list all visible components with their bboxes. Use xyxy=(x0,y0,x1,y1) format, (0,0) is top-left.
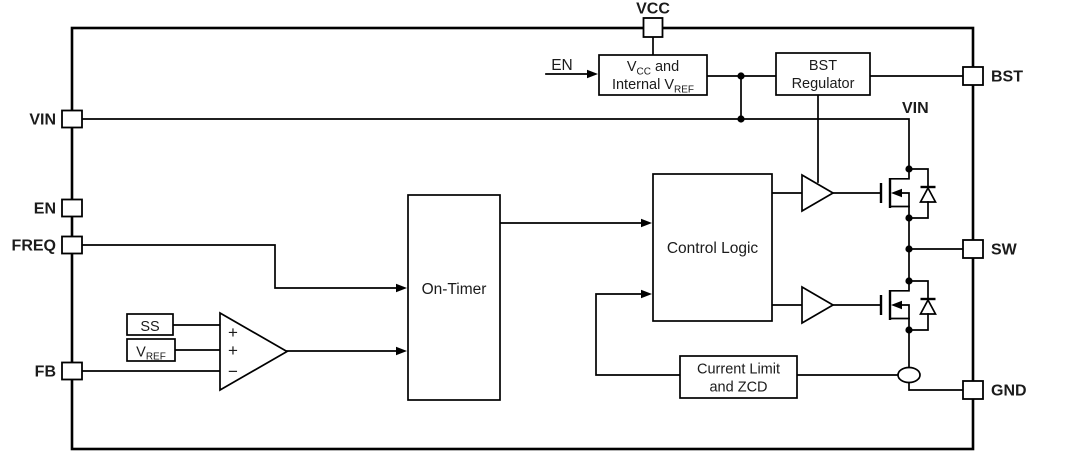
junction-dot xyxy=(737,72,745,80)
high-side-body-diode xyxy=(908,168,937,219)
pin-gnd xyxy=(962,380,984,400)
diode-triangle xyxy=(919,186,937,203)
wire-vin xyxy=(81,118,910,170)
comparator-signs: + + − xyxy=(228,323,238,381)
pin-labels: VCC VIN EN FREQ FB BST SW GND VIN xyxy=(12,1,1027,400)
current-limit-label-line1: Current Limit xyxy=(697,362,780,378)
bst-regulator-label-line2: Regulator xyxy=(792,76,855,92)
label-vin-internal: VIN xyxy=(902,100,929,117)
pin-label-vcc: VCC xyxy=(636,1,670,18)
functional-blocks xyxy=(126,52,871,401)
control-logic-label: Control Logic xyxy=(667,240,759,257)
pin-label-freq: FREQ xyxy=(12,238,56,255)
low-side-body-diode xyxy=(908,280,937,331)
vcc-regulator-label-line2: Internal VREF xyxy=(612,77,694,96)
junction-dot xyxy=(737,115,745,123)
diode-cathode-lead xyxy=(908,168,929,187)
comparator-minus: − xyxy=(228,362,238,381)
current-limit-block xyxy=(679,355,798,399)
mosfet-arrow xyxy=(891,188,902,198)
arrow-comp-into-ontimer xyxy=(396,346,407,356)
high-side-driver xyxy=(801,173,835,213)
body-source-lead xyxy=(889,304,910,320)
wire-freq xyxy=(81,244,397,289)
pin-label-vin: VIN xyxy=(29,112,56,129)
current-sense-element xyxy=(897,366,921,384)
pin-freq xyxy=(61,235,83,255)
pin-label-gnd: GND xyxy=(991,383,1027,400)
vref-label: VREF xyxy=(136,345,166,363)
arrow-feedback-into-control xyxy=(641,289,652,299)
wire-to-gndpin xyxy=(908,381,964,391)
label-en-signal: EN xyxy=(551,57,573,74)
arrow-freq-into-ontimer xyxy=(396,283,407,293)
arrowheads xyxy=(396,69,652,356)
comparator-plus2: + xyxy=(228,341,238,360)
arrow-en-into-vccreg xyxy=(587,69,598,79)
diode-anode-lead xyxy=(908,313,929,331)
on-timer-block xyxy=(407,194,501,401)
arrow-ontimer-into-control xyxy=(641,218,652,228)
junction-dot xyxy=(905,277,913,285)
low-side-mosfet xyxy=(879,280,910,331)
wires xyxy=(81,36,964,391)
junction-dot xyxy=(905,165,913,173)
vcc-regulator-block xyxy=(598,54,708,96)
junction-dots xyxy=(737,72,913,334)
junction-dot xyxy=(905,214,913,222)
pin-label-fb: FB xyxy=(35,364,56,381)
pin-fb xyxy=(61,361,83,381)
vref-block xyxy=(126,338,176,362)
bst-regulator-label-line1: BST xyxy=(809,58,837,74)
vcc-regulator-label-line1: VCC and xyxy=(627,59,679,78)
pin-vin xyxy=(61,109,83,129)
pin-bst xyxy=(962,66,984,86)
control-logic-block xyxy=(652,173,773,322)
pin-label-sw: SW xyxy=(991,242,1018,259)
bst-regulator-block xyxy=(775,52,871,96)
pin-en xyxy=(61,198,83,218)
diode-triangle xyxy=(919,298,937,315)
pin-label-bst: BST xyxy=(991,69,1023,86)
junction-dot xyxy=(905,326,913,334)
comparator-plus1: + xyxy=(228,323,238,342)
error-comparator xyxy=(219,311,289,392)
pin-label-en: EN xyxy=(34,201,56,218)
pins xyxy=(61,17,984,400)
mosfet-arrow xyxy=(891,300,902,310)
pin-vcc xyxy=(642,17,664,38)
low-side-driver xyxy=(801,285,835,325)
ss-label: SS xyxy=(140,319,159,335)
ss-block xyxy=(126,313,174,336)
pin-sw xyxy=(962,239,984,259)
current-limit-label-line2: and ZCD xyxy=(709,380,767,396)
body-source-lead xyxy=(889,192,910,208)
on-timer-label: On-Timer xyxy=(422,281,487,298)
high-side-mosfet xyxy=(879,168,910,219)
diode-anode-lead xyxy=(908,201,929,219)
junction-dot xyxy=(905,245,913,253)
diode-cathode-lead xyxy=(908,280,929,299)
wire-currentlimit-feedback xyxy=(595,293,681,376)
